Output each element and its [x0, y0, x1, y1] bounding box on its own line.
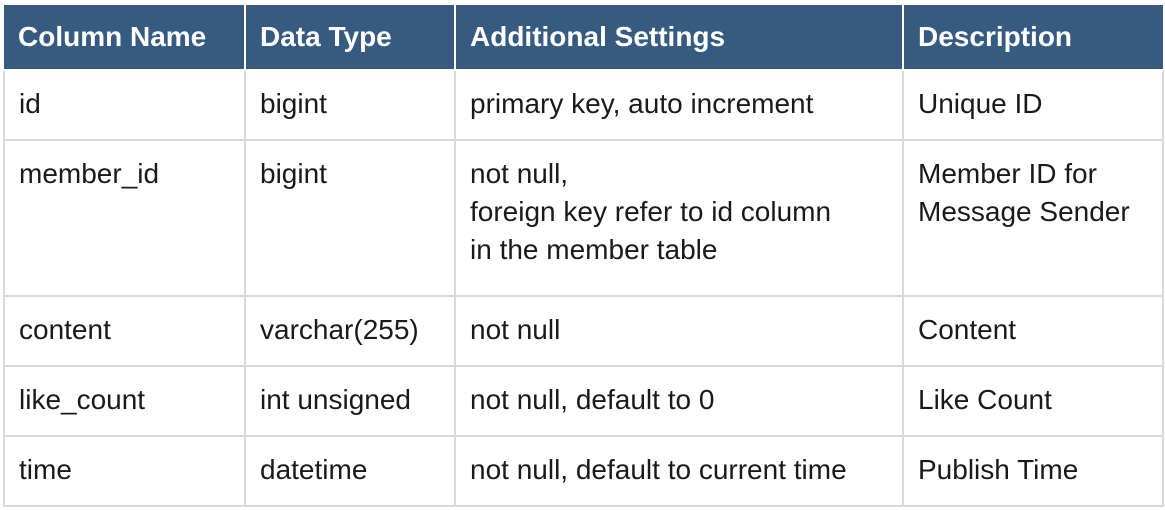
cell-description: Unique ID	[902, 69, 1164, 141]
table-row: time datetime not null, default to curre…	[3, 435, 1164, 507]
cell-settings: not null, foreign key refer to id column…	[454, 139, 904, 297]
cell-column-name: member_id	[3, 139, 246, 297]
header-column-name: Column Name	[4, 5, 246, 71]
cell-data-type: varchar(255)	[244, 295, 456, 367]
cell-column-name: time	[3, 435, 246, 507]
table-row: id bigint primary key, auto increment Un…	[3, 69, 1164, 141]
header-description: Description	[902, 5, 1163, 71]
cell-settings: primary key, auto increment	[454, 69, 904, 141]
table-row: member_id bigint not null, foreign key r…	[3, 139, 1164, 297]
table-row: content varchar(255) not null Content	[3, 295, 1164, 367]
cell-data-type: bigint	[244, 69, 456, 141]
table-row: like_count int unsigned not null, defaul…	[3, 365, 1164, 437]
header-additional-settings: Additional Settings	[454, 5, 904, 71]
cell-description: Like Count	[902, 365, 1164, 437]
cell-settings: not null, default to 0	[454, 365, 904, 437]
header-data-type: Data Type	[244, 5, 456, 71]
cell-description: Publish Time	[902, 435, 1164, 507]
cell-data-type: int unsigned	[244, 365, 456, 437]
cell-settings: not null, default to current time	[454, 435, 904, 507]
cell-column-name: like_count	[3, 365, 246, 437]
cell-column-name: content	[3, 295, 246, 367]
cell-description: Content	[902, 295, 1164, 367]
cell-data-type: bigint	[244, 139, 456, 297]
cell-data-type: datetime	[244, 435, 456, 507]
cell-settings: not null	[454, 295, 904, 367]
cell-description: Member ID for Message Sender	[902, 139, 1164, 297]
table-header-row: Column Name Data Type Additional Setting…	[4, 5, 1163, 71]
cell-column-name: id	[3, 69, 246, 141]
schema-table: Column Name Data Type Additional Setting…	[3, 5, 1164, 507]
